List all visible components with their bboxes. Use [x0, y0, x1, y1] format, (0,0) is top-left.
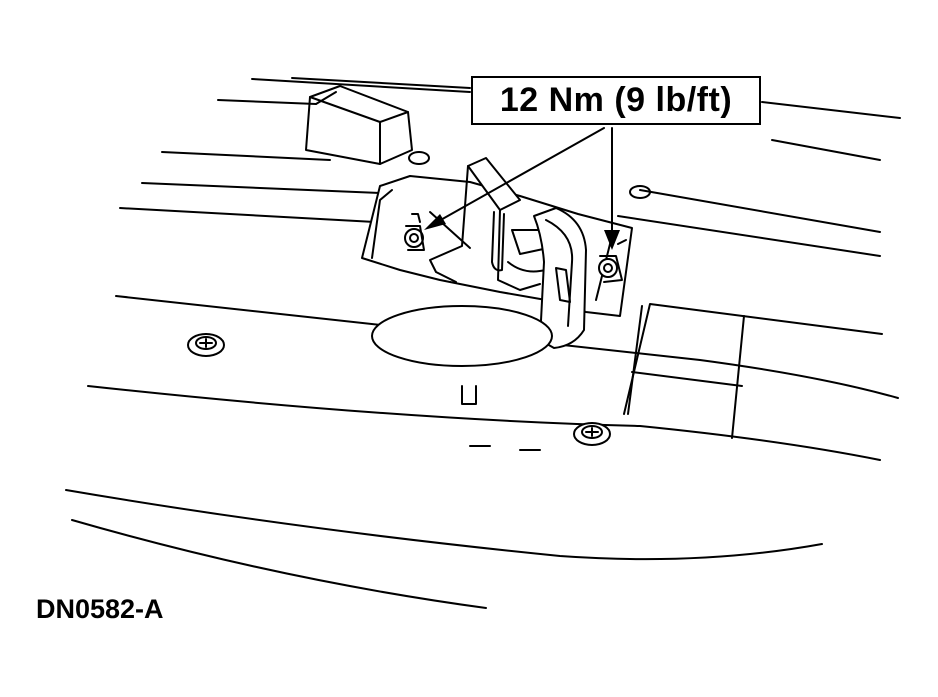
mounting-holes	[408, 151, 651, 199]
raised-block	[305, 85, 413, 165]
torque-spec-label: 12 Nm (9 lb/ft)	[499, 81, 733, 119]
arrowhead-left	[424, 214, 446, 230]
oval-opening	[371, 305, 553, 367]
locating-tab	[461, 385, 477, 405]
right-bolt	[598, 239, 627, 283]
screw-left	[187, 333, 225, 357]
callout-leaders	[429, 127, 613, 237]
recessed-panel	[623, 303, 883, 439]
screw-right	[573, 422, 611, 446]
left-bolt	[404, 213, 425, 251]
arrowhead-right	[604, 230, 620, 250]
latch-mechanism	[429, 157, 561, 291]
figure-id: DN0582-A	[36, 594, 164, 624]
panel-contour-lines	[65, 77, 901, 609]
torque-callout: 12 Nm (9 lb/ft)	[471, 76, 761, 125]
release-lever	[533, 207, 587, 349]
